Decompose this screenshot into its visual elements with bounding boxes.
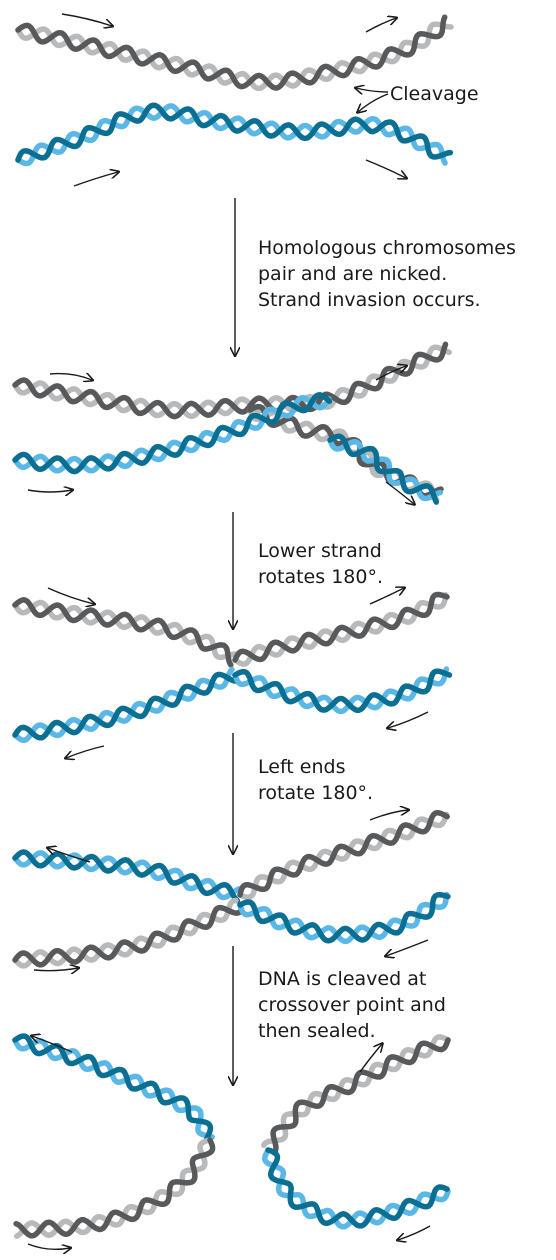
dir-p4-br xyxy=(386,939,429,956)
dir-p2-tr xyxy=(375,366,406,381)
step4-label: DNA is cleaved at crossover point and th… xyxy=(258,966,446,1044)
panel3-blue-right xyxy=(232,666,453,715)
step4-line2: crossover point and xyxy=(258,994,446,1016)
panel5-left-top xyxy=(12,1033,215,1144)
dir-p1-bl xyxy=(73,172,118,187)
dir-p1-tr xyxy=(365,18,396,33)
panel3-gray-right xyxy=(232,591,450,667)
dir-p4-tr xyxy=(369,810,408,821)
step4-line3: then sealed. xyxy=(258,1020,376,1042)
dir-p4-bl xyxy=(33,968,78,971)
dir-p2-br xyxy=(385,481,414,504)
step4-line1: DNA is cleaved at xyxy=(258,968,427,990)
dir-p2-tl xyxy=(49,374,92,380)
step3-line1: Left ends xyxy=(258,756,346,778)
dir-p1-tl xyxy=(61,13,112,26)
cleavage-label: Cleavage xyxy=(390,83,479,105)
panel4-blue-right xyxy=(237,891,451,945)
step1-line2: pair and are nicked. xyxy=(258,263,448,285)
panel5-left-bottom xyxy=(13,1137,216,1239)
panel4-blue-left xyxy=(12,849,244,904)
dir-p3-bl xyxy=(66,745,105,758)
panel5-right-top xyxy=(261,1034,451,1156)
panel4-gray-left xyxy=(12,897,244,969)
dir-p4-tl xyxy=(48,848,91,863)
dir-p5-bl xyxy=(27,1243,70,1249)
dir-p2-bl xyxy=(27,490,72,492)
direction-arrows xyxy=(27,13,431,1249)
panel3-gray-left xyxy=(12,597,240,668)
step2-line1: Lower strand xyxy=(258,540,382,562)
step1-label: Homologous chromosomes pair and are nick… xyxy=(258,235,516,313)
panel4-gray-right xyxy=(237,809,450,901)
step3-line2: rotate 180°. xyxy=(258,782,374,804)
dir-p5-tr xyxy=(359,1044,382,1073)
panel2-blue-invading xyxy=(327,433,444,505)
dir-p5-tl xyxy=(32,1036,73,1053)
step1-line1: Homologous chromosomes xyxy=(258,237,516,259)
step1-line3: Strand invasion occurs. xyxy=(258,289,481,311)
panel2-blue-duplex xyxy=(12,392,333,475)
panel5-right-bottom xyxy=(262,1147,451,1230)
panel1-blue-duplex xyxy=(15,102,454,167)
step2-line2: rotates 180°. xyxy=(258,566,383,588)
dir-p3-br xyxy=(388,711,429,728)
dir-p3-tr xyxy=(369,588,404,605)
dir-p3-tl xyxy=(47,587,94,604)
dir-p5-br xyxy=(398,1225,431,1240)
cleavage-arrow-lower xyxy=(358,93,389,112)
dna-helices xyxy=(12,14,454,1239)
cleavage-arrow-upper xyxy=(356,88,389,92)
panel3-blue-left xyxy=(12,666,240,744)
panel2-gray-duplex xyxy=(12,341,452,420)
panel1-gray-duplex xyxy=(15,14,454,92)
dir-p1-br xyxy=(365,159,406,178)
step2-label: Lower strand rotates 180°. xyxy=(258,538,383,590)
step3-label: Left ends rotate 180°. xyxy=(258,754,373,806)
panel2-gray-invading xyxy=(247,403,444,503)
